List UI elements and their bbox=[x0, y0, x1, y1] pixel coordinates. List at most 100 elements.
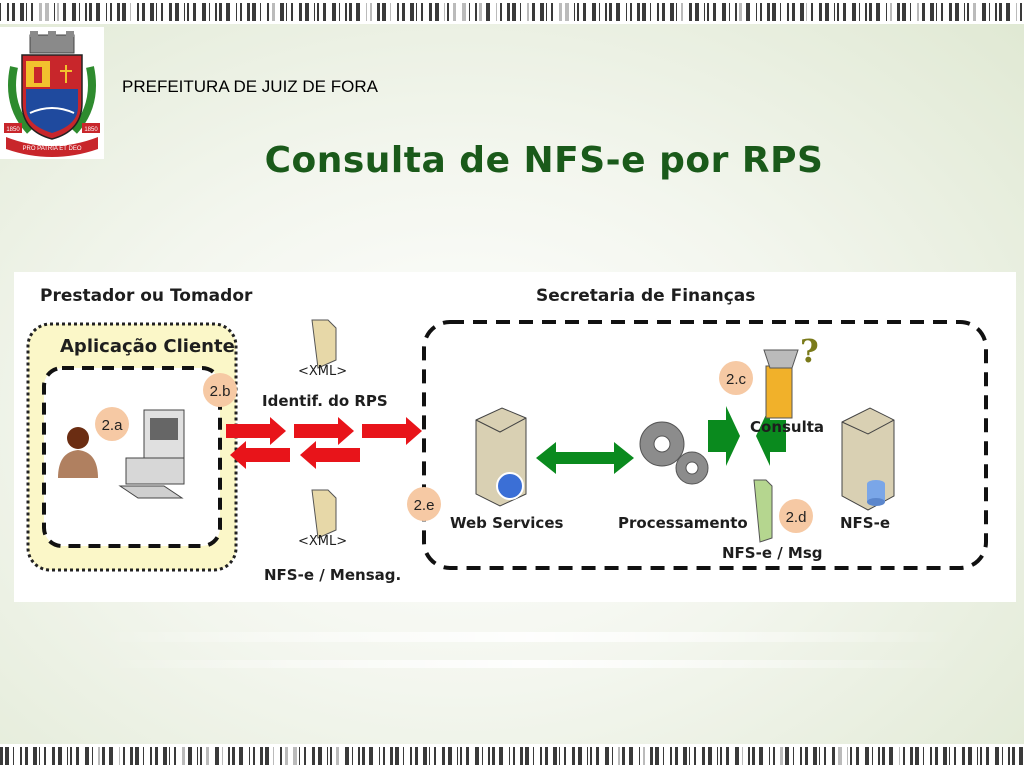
strip-bar bbox=[574, 3, 575, 21]
strip-bar bbox=[852, 3, 856, 21]
strip-bar bbox=[962, 747, 965, 765]
strip-bar bbox=[98, 747, 100, 765]
strip-bar bbox=[475, 3, 477, 21]
strip-bar bbox=[605, 3, 607, 21]
strip-bar bbox=[52, 747, 55, 765]
nfse-database-server-icon bbox=[841, 407, 895, 511]
strip-bar bbox=[662, 3, 665, 21]
strip-bar bbox=[226, 3, 230, 21]
strip-bar bbox=[482, 747, 483, 765]
strip-bar bbox=[119, 747, 120, 765]
strip-bar bbox=[702, 747, 705, 765]
strip-bar bbox=[447, 3, 449, 21]
strip-bar bbox=[923, 747, 924, 765]
strip-bar bbox=[1002, 747, 1003, 765]
strip-bar bbox=[1020, 3, 1022, 21]
strip-bar bbox=[304, 747, 306, 765]
strip-bar bbox=[616, 3, 620, 21]
strip-bar bbox=[89, 3, 92, 21]
strip-bar bbox=[58, 747, 62, 765]
strip-bar bbox=[402, 3, 405, 21]
strip-bar bbox=[188, 747, 192, 765]
strip-bar bbox=[327, 747, 328, 765]
strip-bar bbox=[486, 3, 490, 21]
strip-bar bbox=[806, 3, 807, 21]
finance-dept-label: Secretaria de Finanças bbox=[536, 286, 756, 306]
gears-icon bbox=[639, 421, 709, 485]
svg-text:2.a: 2.a bbox=[102, 417, 124, 434]
strip-bar bbox=[629, 747, 633, 765]
svg-text:PRO PATRIA ET DEO: PRO PATRIA ET DEO bbox=[22, 146, 81, 152]
strip-bar bbox=[834, 3, 835, 21]
strip-bar bbox=[462, 3, 466, 21]
strip-bar bbox=[819, 3, 822, 21]
strip-bar bbox=[622, 747, 625, 765]
strip-bar bbox=[318, 747, 322, 765]
strip-bar bbox=[657, 3, 659, 21]
computer-icon bbox=[118, 409, 185, 499]
strip-bar bbox=[442, 747, 445, 765]
strip-bar bbox=[643, 747, 645, 765]
strip-bar bbox=[110, 3, 112, 21]
strip-bar bbox=[650, 747, 653, 765]
strip-bar bbox=[379, 747, 380, 765]
strip-bar bbox=[954, 747, 956, 765]
strip-bar bbox=[889, 747, 893, 765]
strip-bar bbox=[865, 747, 869, 765]
strip-bar bbox=[859, 3, 860, 21]
strip-bar bbox=[838, 747, 842, 765]
strip-bar bbox=[800, 3, 804, 21]
strip-bar bbox=[249, 747, 250, 765]
strip-bar bbox=[130, 3, 131, 21]
red-arrow-right-2 bbox=[294, 417, 354, 445]
query-tools-icon: ? bbox=[763, 332, 819, 419]
strip-bar bbox=[215, 747, 219, 765]
strip-bar bbox=[5, 747, 9, 765]
strip-bar bbox=[551, 3, 553, 21]
strip-bar bbox=[1019, 747, 1023, 765]
strip-bar bbox=[785, 747, 789, 765]
strip-bar bbox=[532, 3, 535, 21]
strip-bar bbox=[96, 3, 100, 21]
strip-bar bbox=[824, 747, 826, 765]
strip-bar bbox=[886, 3, 887, 21]
strip-bar bbox=[175, 3, 179, 21]
nfse-msg-document-icon bbox=[753, 479, 773, 543]
svg-text:2.c: 2.c bbox=[726, 371, 747, 388]
strip-bar bbox=[57, 3, 59, 21]
response-label: NFS-e / Mensag. bbox=[264, 566, 402, 584]
strip-bar bbox=[280, 3, 284, 21]
strip-bar bbox=[349, 3, 352, 21]
strip-bar bbox=[156, 3, 157, 21]
strip-bar bbox=[323, 3, 326, 21]
step-badge-2b: 2.b bbox=[203, 373, 237, 407]
strip-bar bbox=[182, 747, 185, 765]
strip-bar bbox=[742, 747, 743, 765]
strip-bar bbox=[800, 747, 802, 765]
strip-bar bbox=[142, 3, 145, 21]
request-label: Identif. do RPS bbox=[262, 392, 388, 410]
strip-bar bbox=[650, 3, 651, 21]
strip-bar bbox=[967, 3, 969, 21]
strip-bar bbox=[587, 747, 588, 765]
strip-bar bbox=[184, 3, 185, 21]
strip-bar bbox=[397, 3, 399, 21]
strip-bar bbox=[642, 3, 646, 21]
strip-bar bbox=[872, 747, 873, 765]
strip-bar bbox=[460, 747, 462, 765]
strip-bar bbox=[704, 3, 705, 21]
strip-bar bbox=[370, 3, 372, 21]
top-decorative-strip bbox=[0, 0, 1024, 24]
strip-bar bbox=[989, 3, 990, 21]
strip-bar bbox=[240, 3, 242, 21]
strip-bar bbox=[941, 3, 943, 21]
strip-bar bbox=[856, 747, 859, 765]
strip-bar bbox=[383, 747, 385, 765]
strip-bar bbox=[609, 3, 612, 21]
step-badge-2a: 2.a bbox=[95, 407, 129, 441]
strip-bar bbox=[352, 747, 353, 765]
strip-bar bbox=[792, 3, 795, 21]
strip-bar bbox=[507, 3, 510, 21]
strip-bar bbox=[169, 747, 170, 765]
green-arrow-from-query bbox=[756, 406, 786, 466]
